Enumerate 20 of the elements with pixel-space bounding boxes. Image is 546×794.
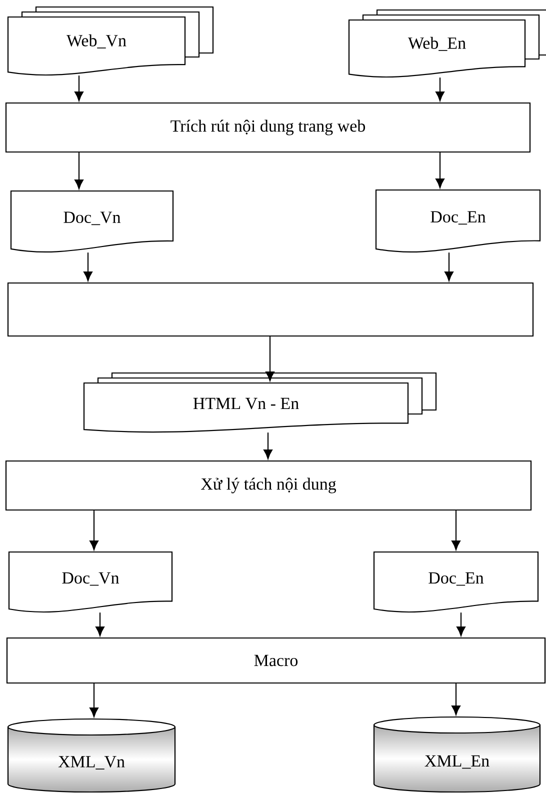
arrow	[444, 252, 454, 282]
arrow	[74, 152, 84, 190]
database-cylinder: XML_Vn	[7, 718, 176, 793]
process-box: Macro	[6, 637, 546, 684]
arrow	[436, 152, 444, 188]
arrow	[456, 612, 466, 636]
arrow	[90, 510, 98, 550]
process-box: Trích rút nội dung trang web	[5, 102, 531, 153]
arrow	[96, 612, 104, 636]
arrow	[90, 684, 98, 718]
process-box: Xử lý tách nội dung	[5, 460, 532, 511]
arrow	[74, 76, 84, 102]
arrow	[266, 336, 274, 382]
database-cylinder: XML_En	[373, 716, 541, 793]
arrow	[264, 432, 272, 460]
process-box	[7, 282, 534, 337]
arrow	[452, 684, 460, 716]
arrow	[436, 78, 444, 102]
arrow	[452, 510, 460, 550]
arrow	[84, 252, 92, 282]
